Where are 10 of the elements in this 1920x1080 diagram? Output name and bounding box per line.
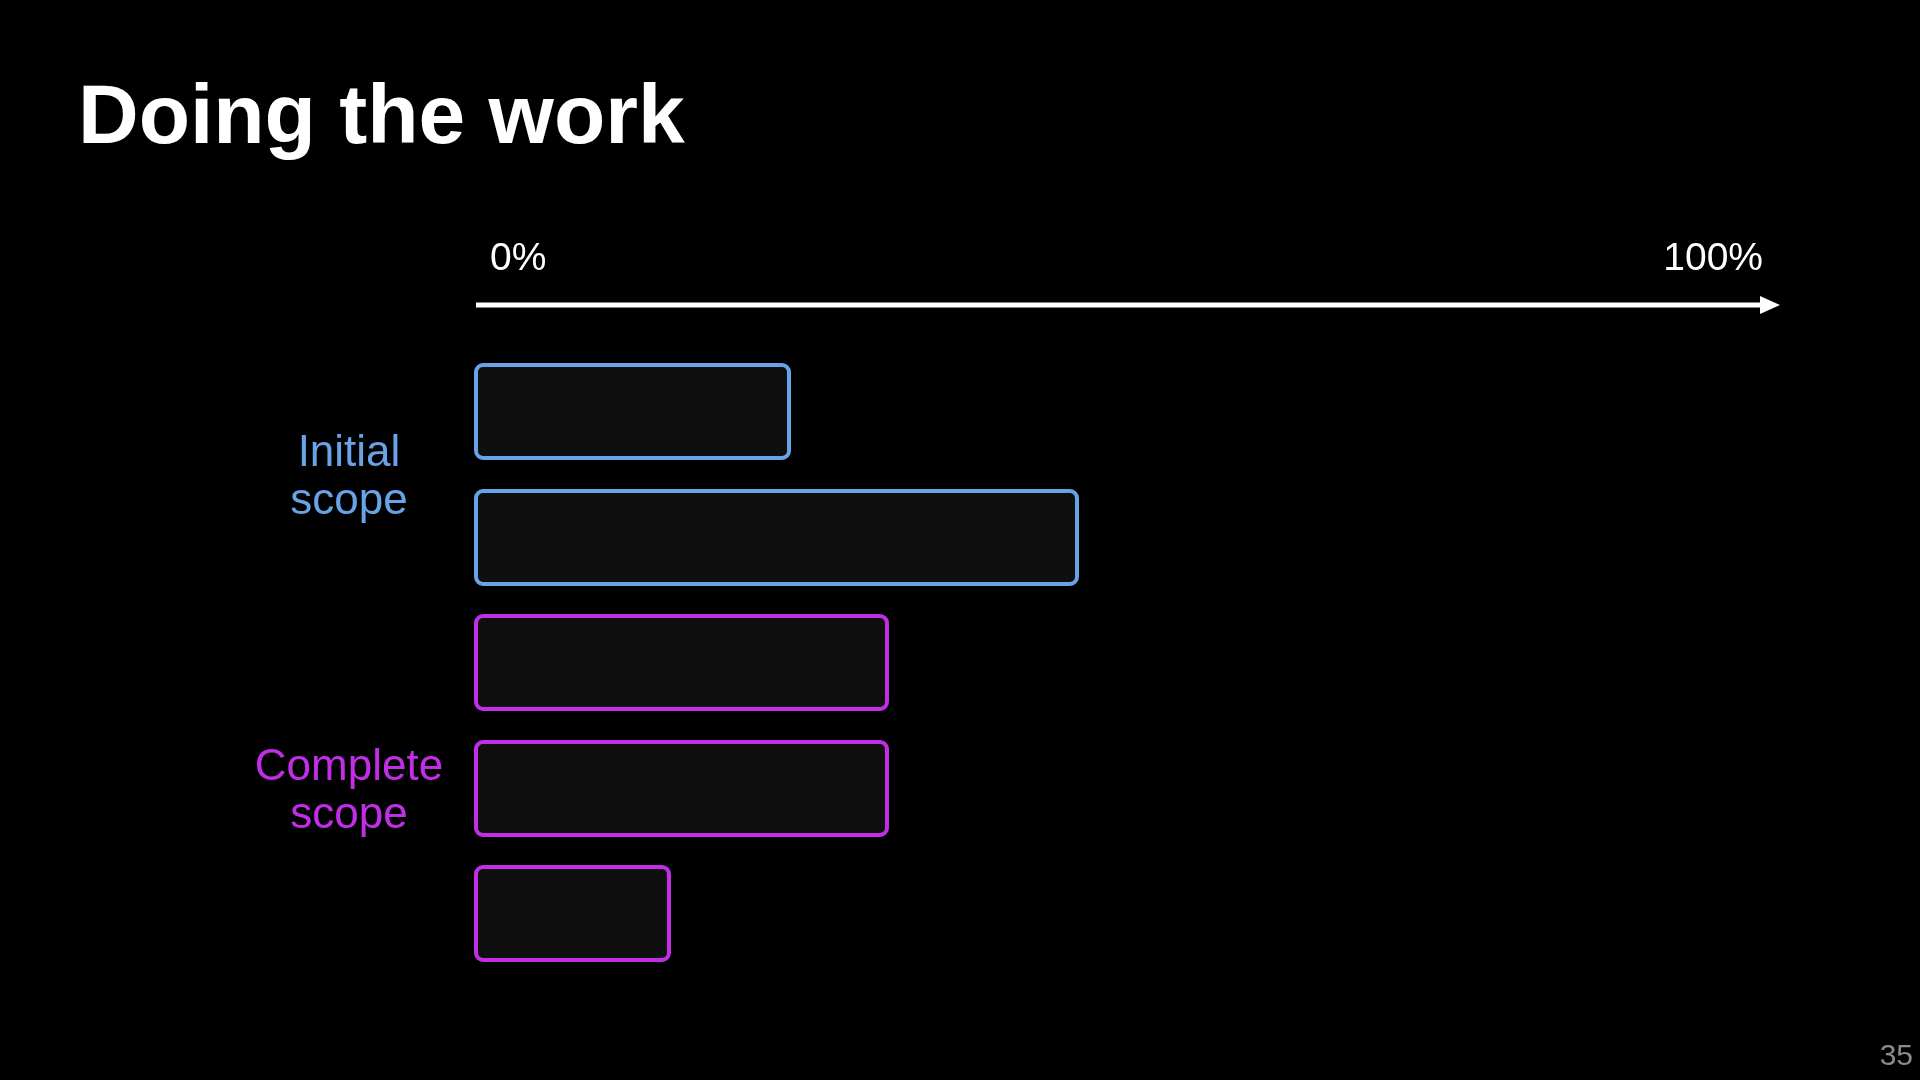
bar bbox=[474, 489, 1079, 586]
tick-label: 100% bbox=[1663, 237, 1763, 276]
page-number: 35 bbox=[1879, 1040, 1913, 1070]
group-label: Initial scope bbox=[289, 427, 409, 523]
tick-label: 0% bbox=[490, 237, 547, 276]
bar bbox=[474, 363, 791, 460]
bar bbox=[474, 614, 889, 711]
bar bbox=[474, 740, 889, 837]
bar bbox=[474, 865, 671, 962]
group-label: Complete scope bbox=[253, 741, 445, 837]
